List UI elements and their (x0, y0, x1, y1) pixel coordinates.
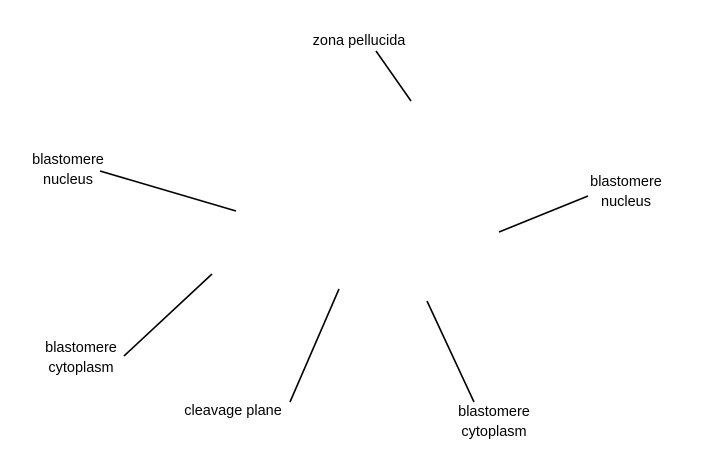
label-zona-pellucida: zona pellucida (300, 31, 418, 51)
label-blastomere-cytoplasm-right-line-2: cytoplasm (461, 424, 527, 440)
leader-line-blastomere-nucleus-right (498, 195, 589, 233)
label-blastomere-cytoplasm-left-line-1: blastomere (45, 340, 117, 356)
label-cleavage-plane: cleavage plane (167, 401, 299, 421)
label-zona-pellucida-line-1: zona pellucida (312, 33, 406, 49)
leader-line-cleavage-plane (289, 288, 340, 403)
leader-line-blastomere-nucleus-left (99, 170, 237, 212)
leader-line-blastomere-cytoplasm-left (123, 273, 213, 357)
label-blastomere-cytoplasm-left-line-2: cytoplasm (48, 360, 114, 376)
leader-line-zona-pellucida (375, 50, 412, 102)
label-cleavage-plane-line-1: cleavage plane (184, 403, 282, 419)
label-blastomere-nucleus-right-line-2: nucleus (601, 194, 651, 210)
label-blastomere-nucleus-left-line-2: nucleus (43, 172, 93, 188)
label-blastomere-nucleus-left-line-1: blastomere (32, 152, 104, 168)
label-blastomere-nucleus-right: blastomere nucleus (578, 172, 674, 212)
leader-line-blastomere-cytoplasm-right (426, 300, 475, 403)
label-blastomere-cytoplasm-right: blastomere cytoplasm (446, 402, 542, 442)
label-blastomere-nucleus-left: blastomere nucleus (20, 150, 116, 190)
label-blastomere-cytoplasm-left: blastomere cytoplasm (33, 338, 129, 378)
label-blastomere-nucleus-right-line-1: blastomere (590, 174, 662, 190)
label-blastomere-cytoplasm-right-line-1: blastomere (458, 404, 530, 420)
